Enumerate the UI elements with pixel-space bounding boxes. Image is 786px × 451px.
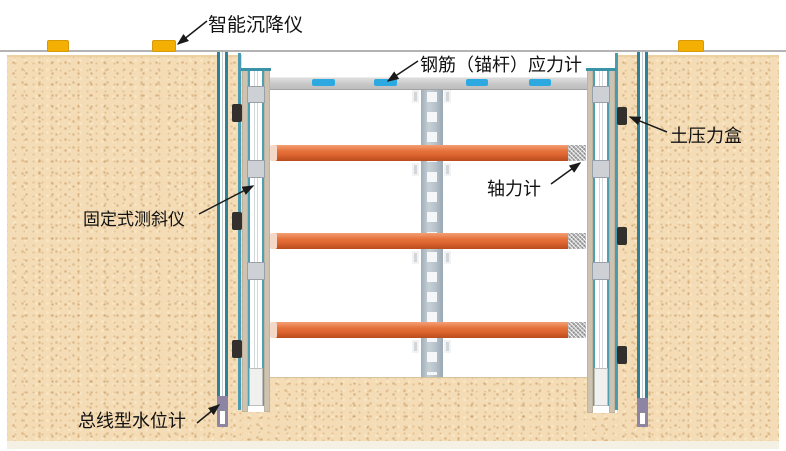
strut-end-plate [270, 145, 277, 161]
right-wall-inner [587, 70, 593, 413]
earth-pressure-cell-icon [617, 227, 627, 245]
settlement-gauge-icon [47, 40, 69, 52]
left-wall-top-cap [241, 68, 271, 71]
earth-pressure-cell-icon [232, 104, 242, 122]
earth-pressure-cell-icon [232, 340, 242, 358]
soil-under-left-wall [242, 412, 270, 441]
label-bus-water-level-gauge: 总线型水位计 [78, 411, 186, 432]
axial-force-gauge-icon [568, 145, 586, 161]
right-wall-top-cap [586, 68, 616, 71]
settlement-arrow [176, 20, 208, 45]
strut-end-plate [270, 322, 277, 338]
water-level-sensor-tip-right [639, 412, 646, 425]
right-wall-outer [609, 70, 615, 413]
settlement-gauge-icon [152, 40, 176, 52]
column-bracket [412, 340, 419, 353]
right-wall-inclinometer-channel [593, 70, 609, 406]
water-level-tube-right [637, 52, 648, 400]
column-bracket [444, 340, 451, 353]
left-wall-inner [264, 70, 270, 412]
rebar-stress-gauge-icon [529, 79, 551, 86]
earth-pressure-cell-icon [232, 212, 242, 230]
column-bracket [412, 251, 419, 264]
earth-pressure-cell-icon [617, 346, 627, 364]
column-bracket [444, 90, 451, 103]
inclinometer-sensor [592, 262, 610, 280]
label-axial-force-gauge: 轴力计 [487, 179, 541, 200]
column-bracket [444, 251, 451, 264]
steel-strut [270, 145, 568, 161]
settlement-gauge-icon [678, 40, 704, 52]
capping-beam [270, 77, 587, 90]
left-wall-channel-foot [249, 368, 263, 406]
inclinometer-sensor [592, 160, 610, 178]
left-wall-inclinometer-channel [248, 70, 264, 406]
label-fixed-inclinometer: 固定式测斜仪 [83, 210, 185, 230]
soil-below-pit-floor [270, 377, 587, 442]
steel-strut [270, 233, 568, 249]
waterproof-membrane-left [238, 53, 241, 410]
axial-force-gauge-icon [568, 233, 586, 249]
label-earth-pressure-cell: 土压力盒 [670, 126, 742, 147]
earth-pressure-cell-icon [617, 107, 627, 125]
axial-force-gauge-icon [568, 322, 586, 338]
water-level-sensor-tip-left [219, 410, 226, 425]
waterproof-membrane-right [615, 53, 618, 410]
rebar-stress-gauge-icon [466, 79, 488, 86]
soil-under-right-wall [587, 413, 617, 441]
steel-strut [270, 322, 568, 338]
soil-left [7, 55, 242, 443]
inclinometer-sensor [247, 262, 265, 280]
inclinometer-sensor [247, 160, 265, 178]
label-rebar-stress-gauge: 钢筋（锚杆）应力计 [420, 55, 582, 76]
lower-stratum-strip [7, 441, 779, 449]
inclinometer-sensor [592, 86, 610, 103]
column-bracket [412, 163, 419, 176]
right-wall-channel-foot [594, 368, 608, 406]
inclinometer-sensor [247, 86, 265, 103]
rebar-stress-gauge-icon [312, 79, 335, 86]
axial-force-arrow [550, 162, 582, 185]
left-wall-outer [242, 70, 248, 412]
water-level-tube-left [217, 52, 228, 398]
strut-end-plate [270, 233, 277, 249]
ground-surface-line [0, 50, 786, 52]
rebar-stress-gauge-icon [374, 79, 397, 86]
label-smart-settlement-gauge: 智能沉降仪 [208, 14, 304, 36]
column-bracket [412, 90, 419, 103]
column-bracket [444, 163, 451, 176]
